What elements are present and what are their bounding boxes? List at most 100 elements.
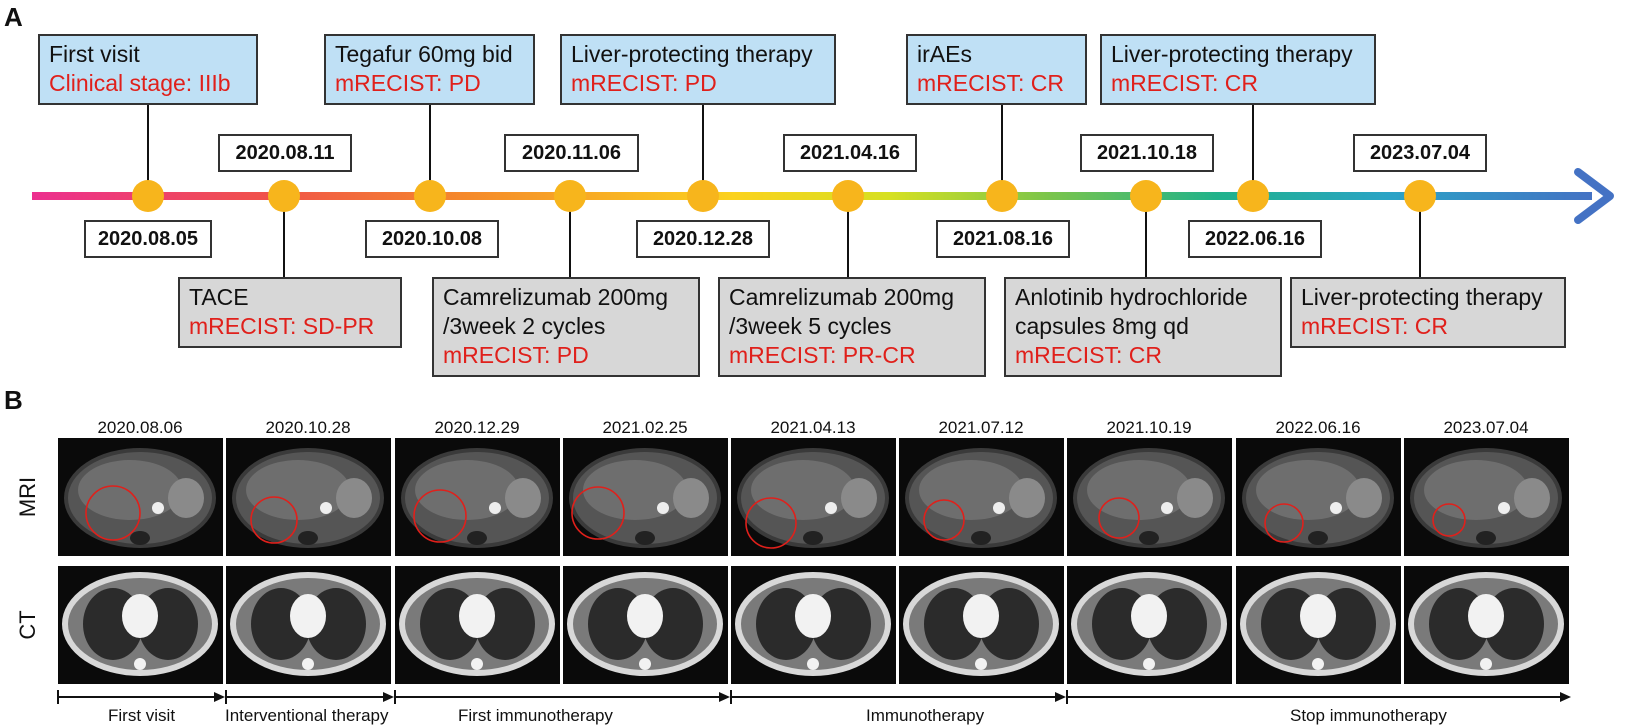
timeline-dot <box>687 180 719 212</box>
event-label-cont: capsules 8mg qd <box>1015 313 1189 339</box>
scan-date: 2021.04.13 <box>770 418 856 437</box>
scan-date: 2020.10.28 <box>265 418 351 437</box>
phase-label: First immunotherapy <box>458 706 613 725</box>
event-status: mRECIST: SD-PR <box>189 313 375 339</box>
event-label: irAEs <box>917 41 972 67</box>
event-label: Camrelizumab 200mg <box>729 284 954 310</box>
lesion-marker <box>413 489 467 543</box>
timeline-date: 2020.10.08 <box>365 220 499 258</box>
event-label: Liver-protecting therapy <box>571 41 813 67</box>
phase-arrowhead <box>214 692 225 702</box>
timeline-date: 2020.12.28 <box>636 220 770 258</box>
mri-image <box>226 438 391 556</box>
ct-image <box>58 566 223 684</box>
ct-image <box>226 566 391 684</box>
bottom-event-box: TACE mRECIST: SD-PR <box>178 277 402 348</box>
timeline-dot <box>132 180 164 212</box>
mri-image <box>563 438 728 556</box>
scan-date: 2021.10.19 <box>1106 418 1192 437</box>
scan-date: 2022.06.16 <box>1275 418 1361 437</box>
event-status: mRECIST: PD <box>571 70 717 96</box>
bottom-event-box: Anlotinib hydrochloride capsules 8mg qd mR… <box>1004 277 1282 377</box>
lesion-marker <box>250 496 298 544</box>
phase-arrowhead <box>1560 692 1571 702</box>
event-status: mRECIST: PD <box>335 70 481 96</box>
event-status: mRECIST: CR <box>1301 313 1448 339</box>
ct-image <box>1236 566 1401 684</box>
timeline-date: 2021.08.16 <box>936 220 1070 258</box>
ct-image <box>1404 566 1569 684</box>
event-label: Anlotinib hydrochloride <box>1015 284 1248 310</box>
timeline-date: 2022.06.16 <box>1188 220 1322 258</box>
phase-arrowhead <box>383 692 394 702</box>
top-event-box: Liver-protecting therapy mRECIST: PD <box>560 34 836 105</box>
timeline-date: 2021.10.18 <box>1080 134 1214 172</box>
lesion-marker <box>923 499 965 541</box>
lesion-marker <box>571 486 625 540</box>
panel-label-b: B <box>4 385 23 415</box>
lesion-marker <box>1264 503 1304 543</box>
timeline-dot <box>268 180 300 212</box>
phase-label: First visit <box>108 706 176 725</box>
event-label: TACE <box>189 284 249 310</box>
phase-arrowhead <box>1055 692 1066 702</box>
event-label: Tegafur 60mg bid <box>335 41 513 67</box>
timeline-arrowhead <box>1574 168 1614 224</box>
timeline-dot <box>986 180 1018 212</box>
timeline-dot <box>1404 180 1436 212</box>
phase-label: Interventional therapy <box>225 706 389 725</box>
event-status: mRECIST: PD <box>443 342 589 368</box>
timeline-dot <box>554 180 586 212</box>
ct-image <box>1067 566 1232 684</box>
timeline-dot <box>1130 180 1162 212</box>
ct-image <box>899 566 1064 684</box>
timeline-dot <box>414 180 446 212</box>
phase-label: Immunotherapy <box>866 706 985 725</box>
ct-row-label: CT <box>15 610 40 640</box>
panel-label-a: A <box>4 2 23 32</box>
timeline-date: 2020.08.11 <box>218 134 352 172</box>
scan-date: 2020.08.06 <box>97 418 183 437</box>
event-status: Clinical stage: IIIb <box>49 70 231 96</box>
mri-image <box>1236 438 1401 556</box>
event-status: mRECIST: PR-CR <box>729 342 916 368</box>
scan-date: 2021.07.12 <box>938 418 1024 437</box>
timeline-dot <box>832 180 864 212</box>
mri-image <box>1067 438 1232 556</box>
event-label: Camrelizumab 200mg <box>443 284 668 310</box>
event-label: Liver-protecting therapy <box>1111 41 1353 67</box>
mri-image <box>58 438 223 556</box>
bottom-event-box: Liver-protecting therapy mRECIST: CR <box>1290 277 1566 348</box>
ct-image <box>731 566 896 684</box>
mri-image <box>1404 438 1569 556</box>
scan-date: 2023.07.04 <box>1443 418 1529 437</box>
event-status: mRECIST: CR <box>1111 70 1258 96</box>
ct-image <box>563 566 728 684</box>
top-event-box: Liver-protecting therapy mRECIST: CR <box>1100 34 1376 105</box>
timeline-date: 2020.08.05 <box>84 220 212 258</box>
timeline-date: 2023.07.04 <box>1353 134 1487 172</box>
event-label-cont: /3week 2 cycles <box>443 313 606 339</box>
top-event-box: Tegafur 60mg bid mRECIST: PD <box>324 34 535 105</box>
lesion-marker <box>85 485 141 541</box>
timeline-dot <box>1237 180 1269 212</box>
mri-image <box>395 438 560 556</box>
timeline-bar <box>32 192 1592 200</box>
lesion-marker <box>1432 503 1466 537</box>
ct-image <box>395 566 560 684</box>
event-status: mRECIST: CR <box>1015 342 1162 368</box>
top-event-box: irAEs mRECIST: CR <box>906 34 1087 105</box>
lesion-marker <box>1098 497 1140 539</box>
event-label: Liver-protecting therapy <box>1301 284 1543 310</box>
timeline-date: 2021.04.16 <box>783 134 917 172</box>
mri-image <box>899 438 1064 556</box>
mri-image <box>731 438 896 556</box>
timeline-date: 2020.11.06 <box>504 134 639 172</box>
bottom-event-box: Camrelizumab 200mg/3week 2 cycles mRECIST… <box>432 277 700 377</box>
mri-row-label: MRI <box>15 476 40 518</box>
event-label: First visit <box>49 41 140 67</box>
event-status: mRECIST: CR <box>917 70 1064 96</box>
